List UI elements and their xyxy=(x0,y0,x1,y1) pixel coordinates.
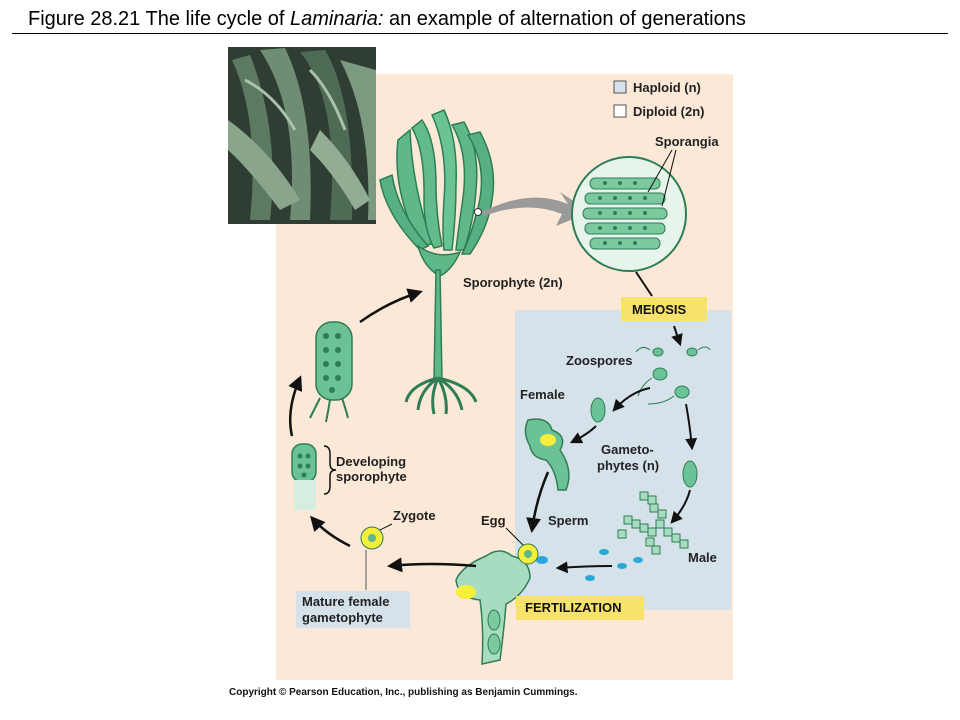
male-spore xyxy=(683,461,697,487)
developing-sporophyte-small xyxy=(292,444,316,510)
svg-text:Gameto-: Gameto- xyxy=(601,442,654,457)
sporophyte-label: Sporophyte (2n) xyxy=(463,275,563,290)
developing-label-line1: Developing xyxy=(336,454,406,469)
svg-text:sporophyte: sporophyte xyxy=(336,469,407,484)
legend-diploid-label: Diploid (2n) xyxy=(633,104,705,119)
meiosis-label: MEIOSIS xyxy=(632,302,687,317)
female-label: Female xyxy=(520,387,565,402)
zoospores-label: Zoospores xyxy=(566,353,632,368)
svg-text:gametophyte: gametophyte xyxy=(302,610,383,625)
svg-text:Sporangia: Sporangia xyxy=(655,134,719,149)
fertilization-box: FERTILIZATION xyxy=(516,596,644,620)
legend-haploid-label: Haploid (n) xyxy=(633,80,701,95)
mature-female-label-line2: gametophyte xyxy=(302,610,383,625)
male-label: Male xyxy=(688,550,717,565)
svg-text:Female: Female xyxy=(520,387,565,402)
sporangia-label: Sporangia xyxy=(655,134,719,149)
svg-text:Zygote: Zygote xyxy=(393,508,436,523)
svg-text:Male: Male xyxy=(688,550,717,565)
svg-text:MEIOSIS: MEIOSIS xyxy=(632,302,687,317)
haploid-swatch xyxy=(614,81,626,93)
svg-text:Haploid (n): Haploid (n) xyxy=(633,80,701,95)
svg-text:Developing: Developing xyxy=(336,454,406,469)
svg-text:Egg: Egg xyxy=(481,513,506,528)
diploid-swatch xyxy=(614,105,626,117)
egg-label: Egg xyxy=(481,513,506,528)
mature-female-label-box: Mature female gametophyte xyxy=(296,591,410,628)
kelp-photo xyxy=(228,47,376,224)
svg-text:phytes (n): phytes (n) xyxy=(597,458,659,473)
copyright-notice: Copyright © Pearson Education, Inc., pub… xyxy=(229,687,578,698)
svg-text:Zoospores: Zoospores xyxy=(566,353,632,368)
mature-female-label-line1: Mature female xyxy=(302,594,389,609)
svg-text:FERTILIZATION: FERTILIZATION xyxy=(525,600,622,615)
zygote-label: Zygote xyxy=(393,508,436,523)
svg-text:Sporophyte (2n): Sporophyte (2n) xyxy=(463,275,563,290)
svg-text:Sperm: Sperm xyxy=(548,513,588,528)
meiosis-box: MEIOSIS xyxy=(621,297,707,321)
developing-label-line2: sporophyte xyxy=(336,469,407,484)
sperm-label: Sperm xyxy=(548,513,588,528)
svg-text:Diploid (2n): Diploid (2n) xyxy=(633,104,705,119)
svg-text:Mature female: Mature female xyxy=(302,594,389,609)
female-spore xyxy=(591,398,605,422)
gametophytes-label-line1: Gameto- xyxy=(601,442,654,457)
fertilization-label: FERTILIZATION xyxy=(525,600,622,615)
gametophytes-label-line2: phytes (n) xyxy=(597,458,659,473)
